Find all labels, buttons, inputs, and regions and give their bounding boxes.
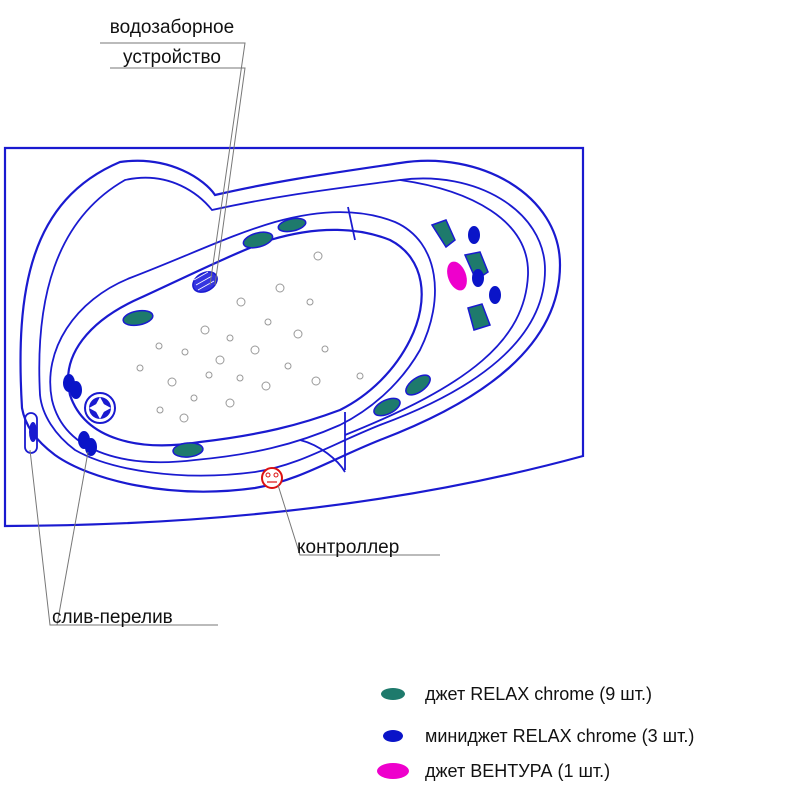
relax-jets [122, 217, 491, 458]
tub-frame [3, 146, 585, 528]
ventura-jet [447, 261, 467, 291]
minijet [63, 374, 82, 399]
minijet [472, 269, 484, 287]
intake-label-line2: устройство [123, 47, 221, 68]
tub-middle-rim [38, 176, 546, 477]
tub-shelf-rim [344, 179, 529, 436]
minijet [489, 286, 501, 304]
tub-corner-curve [299, 439, 346, 473]
minijet [468, 226, 480, 244]
overflow-fitting [24, 412, 38, 454]
controller-label: контроллер [297, 537, 399, 558]
legend-label: джет RELAX chrome (9 шт.) [425, 684, 652, 704]
legend-label: миниджет RELAX chrome (3 шт.) [425, 726, 694, 746]
tub-basin-step [49, 211, 436, 463]
relax-jet [405, 374, 431, 396]
intake-label-line1: водозаборное [110, 17, 234, 38]
relax-jet [172, 442, 204, 458]
overflow-knob [29, 422, 37, 442]
tub-basin [67, 228, 423, 447]
tub-outer-rim [19, 159, 562, 493]
controller-icon [261, 467, 283, 489]
relax-jet [277, 217, 307, 233]
relax-minijets [63, 226, 501, 456]
relax-jet [430, 219, 456, 249]
legend-swatch-minijet [383, 730, 403, 742]
relax-jet [122, 309, 154, 327]
relax-jet [373, 397, 401, 417]
legend-swatch-relax-jet [381, 688, 405, 700]
drain-label: слив-перелив [52, 607, 173, 628]
legend-label: джет ВЕНТУРА (1 шт.) [425, 761, 610, 781]
relax-jet [467, 303, 491, 331]
legend: джет RELAX chrome (9 шт.) миниджет RELAX… [377, 684, 694, 781]
relax-jet [242, 231, 274, 249]
drain-icon [84, 392, 116, 424]
tub-divider-top [347, 206, 356, 241]
legend-swatch-ventura-jet [377, 763, 409, 779]
leader-lines [29, 42, 440, 626]
air-holes [136, 251, 364, 423]
minijet [78, 431, 97, 456]
